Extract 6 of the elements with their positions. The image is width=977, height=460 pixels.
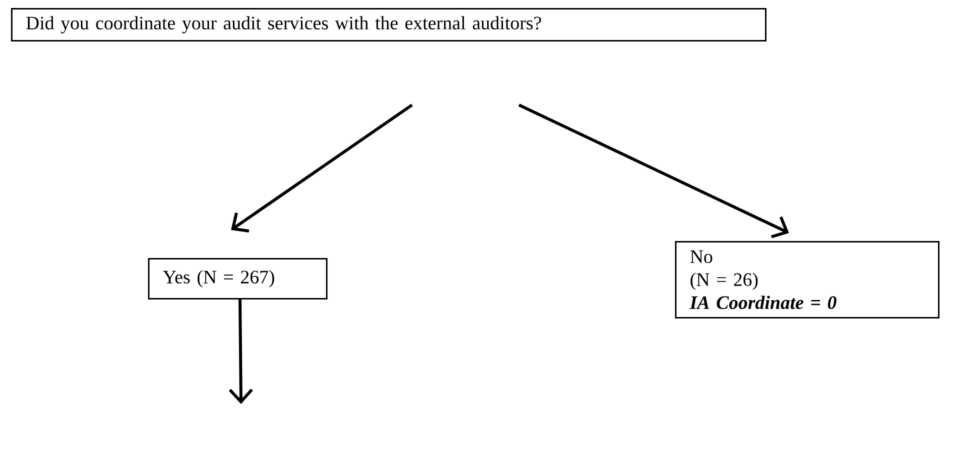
arrow <box>231 104 413 232</box>
text-box: Did you coordinate your audit services with the external auditors? <box>11 8 766 42</box>
arrow <box>518 104 789 238</box>
arrow <box>228 298 253 404</box>
text-box: No (N = 26) IA Coordinate = 0 <box>675 241 940 318</box>
text-box: Yes (N = 267) <box>148 258 328 300</box>
